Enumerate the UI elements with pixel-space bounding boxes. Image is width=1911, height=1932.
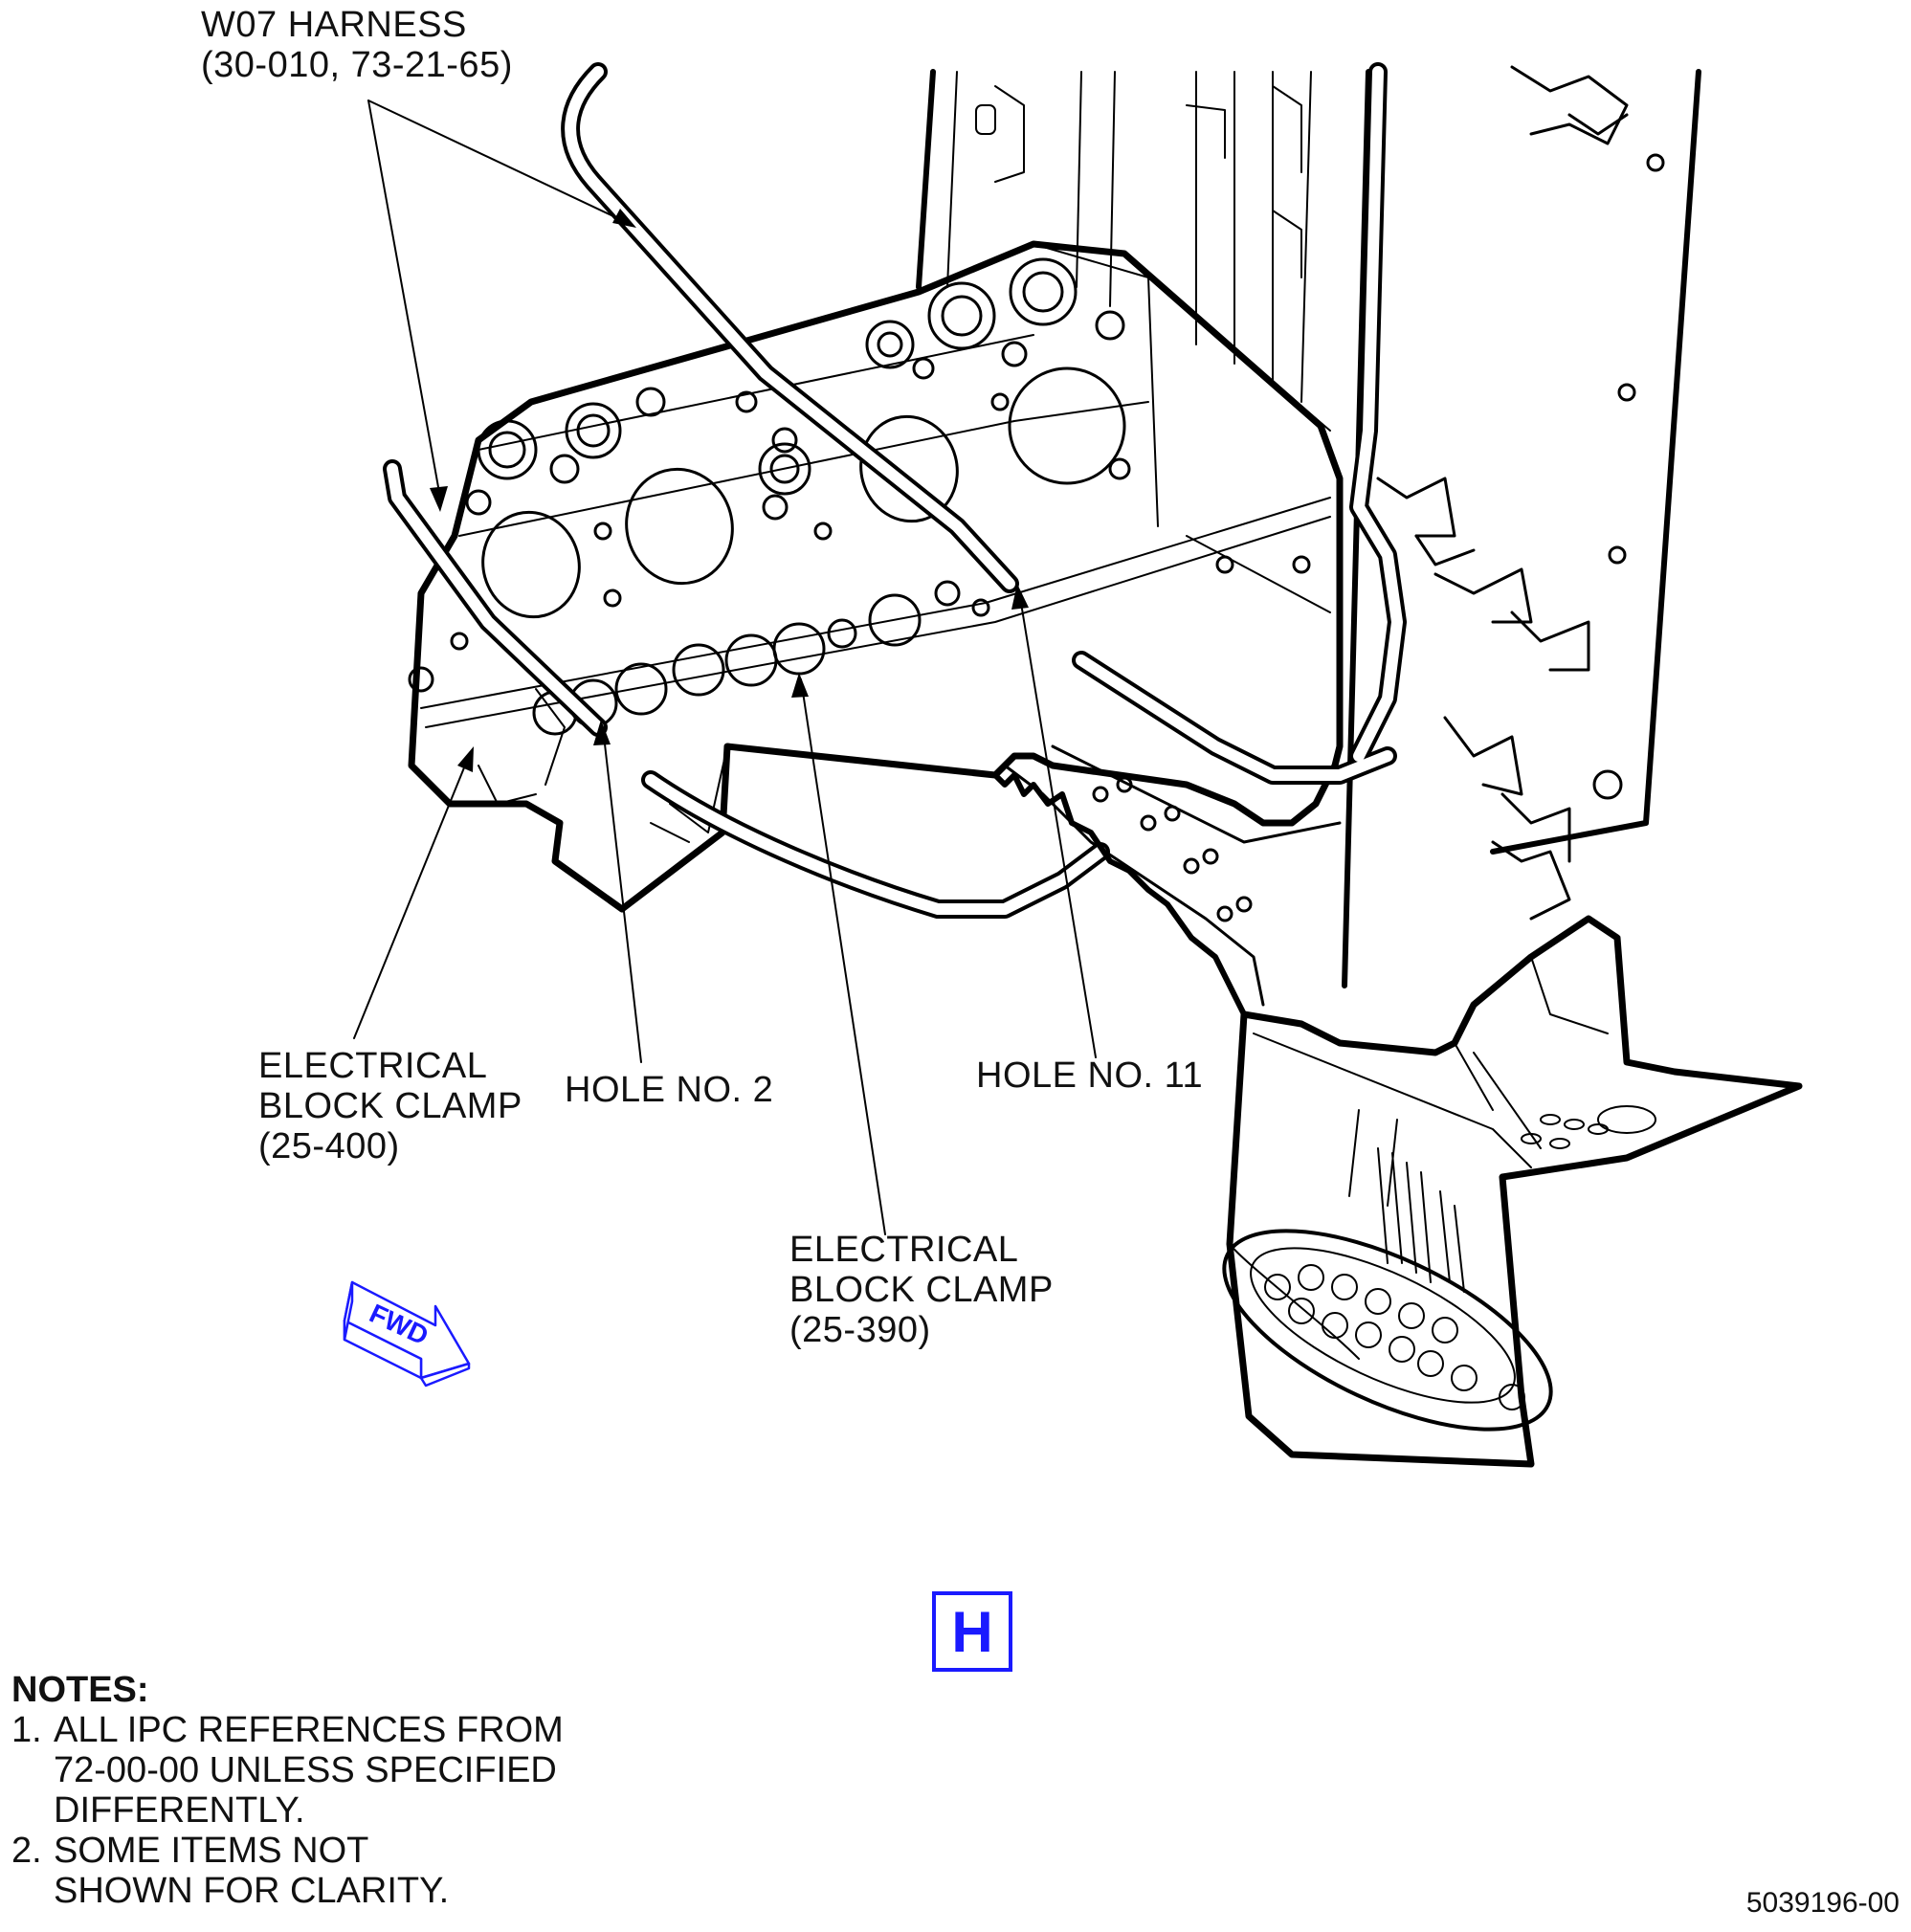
connector-fittings	[408, 257, 1311, 693]
block-face	[420, 243, 1331, 843]
clamp-25-400-line1: ELECTRICAL	[258, 1046, 488, 1086]
figure-number: 5039196-00	[1745, 1887, 1900, 1919]
leader-arrowheads	[430, 209, 1029, 772]
panel-perforations	[1521, 1105, 1656, 1149]
note-number: 2.	[11, 1831, 42, 1871]
clamp-25-400-line2: BLOCK CLAMP	[258, 1086, 522, 1126]
note-item: 2. SOME ITEMS NOT	[11, 1831, 564, 1871]
view-letter: H	[951, 1599, 993, 1664]
vertical-frame	[916, 69, 1701, 988]
note-number: 1.	[11, 1710, 42, 1750]
clamp-hole-row	[532, 580, 990, 736]
note-text-line: ALL IPC REFERENCES FROM	[54, 1710, 564, 1750]
block-access-holes	[481, 366, 1126, 619]
clamp-25-390-label: ELECTRICAL BLOCK CLAMP (25-390)	[789, 1230, 1054, 1350]
note-text-line: SHOWN FOR CLARITY.	[54, 1871, 450, 1911]
clamp-25-390-line3: (25-390)	[789, 1310, 931, 1350]
frame-detail	[946, 71, 1312, 403]
note-text-line: 72-00-00 UNLESS SPECIFIED	[54, 1750, 557, 1790]
note-item: 1. ALL IPC REFERENCES FROM	[11, 1710, 564, 1750]
note-text-line: DIFFERENTLY.	[54, 1790, 305, 1831]
oval-port	[1222, 1229, 1553, 1432]
hole-11-label: HOLE NO. 11	[976, 1055, 1204, 1096]
w07-harness-label: W07 HARNESS (30-010, 73-21-65)	[201, 5, 513, 85]
view-letter-box: H	[932, 1591, 1012, 1672]
leader-lines	[353, 100, 1097, 1235]
decal-lines	[1377, 1147, 1465, 1293]
fwd-arrow	[343, 1280, 471, 1388]
electrical-block-outline	[408, 240, 1344, 913]
oval-port-holes	[1264, 1264, 1525, 1410]
clip-brackets	[1376, 65, 1665, 921]
note-text-line: SOME ITEMS NOT	[54, 1831, 369, 1871]
notes-section: NOTES: 1. ALL IPC REFERENCES FROM 72-00-0…	[11, 1670, 564, 1911]
notes-heading: NOTES:	[11, 1670, 149, 1710]
clamp-25-390-line1: ELECTRICAL	[789, 1230, 1019, 1270]
hole-2-label: HOLE NO. 2	[565, 1070, 774, 1110]
clamp-25-400-label: ELECTRICAL BLOCK CLAMP (25-400)	[258, 1046, 522, 1166]
clamp-25-390-line2: BLOCK CLAMP	[789, 1270, 1054, 1310]
clamp-25-400-line3: (25-400)	[258, 1126, 400, 1166]
lower-panel-outline	[1226, 915, 1803, 1468]
w07-harness-inner	[387, 66, 1403, 915]
w07-harness	[383, 62, 1407, 919]
w07-harness-label-line1: W07 HARNESS	[201, 5, 467, 45]
break-line	[992, 772, 1247, 1017]
lower-panel-detail	[1229, 956, 1609, 1360]
w07-harness-label-line2: (30-010, 73-21-65)	[201, 45, 513, 85]
